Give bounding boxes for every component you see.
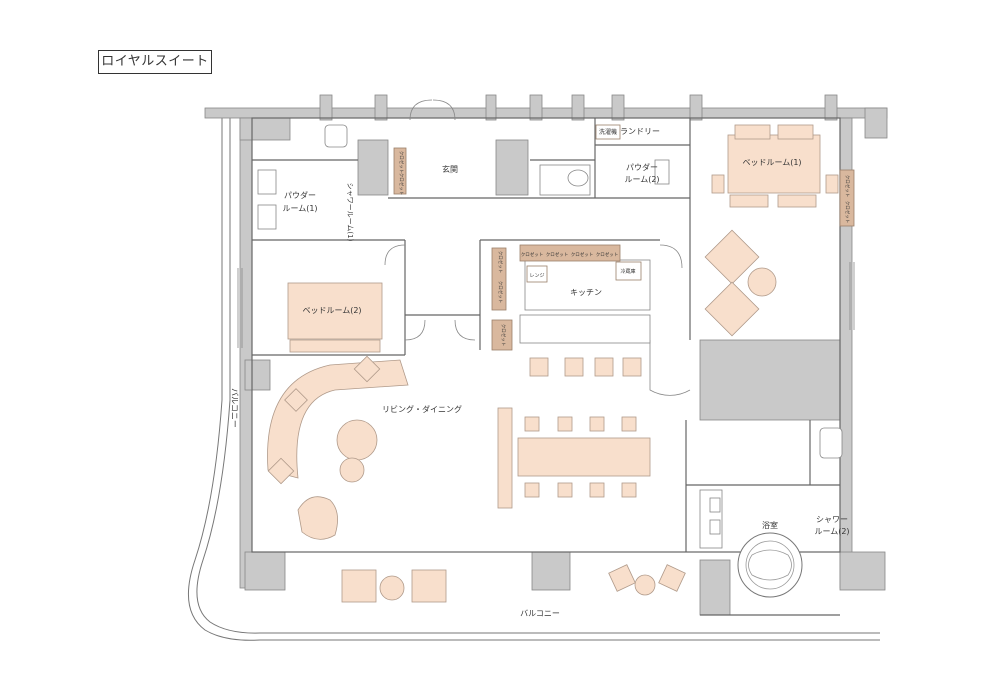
label-bedroom1: ベッドルーム(1)	[742, 158, 801, 167]
label-shower2-a: シャワー	[816, 515, 848, 524]
svg-text:クロゼット: クロゼット	[497, 281, 504, 304]
svg-text:クロゼット: クロゼット	[596, 251, 619, 258]
small-labels: クロゼット クロゼット クロゼット クロゼット レンジ 冷蔵庫 クロゼット クロ…	[398, 151, 851, 347]
label-balcony-left: バルコニー	[230, 388, 239, 428]
svg-text:クロゼット: クロゼット	[571, 251, 594, 258]
bed-1	[727, 134, 821, 194]
label-powder1-a: パウダー	[284, 190, 316, 200]
dining-table	[517, 437, 651, 477]
bed-2	[287, 282, 383, 340]
label-bedroom2: ベッドルーム(2)	[302, 306, 361, 315]
closets	[393, 124, 855, 351]
partitions	[251, 117, 841, 616]
svg-text:クロゼット: クロゼット	[398, 151, 405, 174]
label-shower1: シャワールーム(1)	[346, 183, 354, 242]
label-powder2-a: パウダー	[626, 162, 658, 172]
svg-text:クロゼット: クロゼット	[398, 173, 405, 196]
label-powder1-b: ルーム(1)	[282, 204, 317, 213]
label-laundry: ランドリー	[620, 127, 660, 136]
page-title: ロイヤルスイート	[98, 50, 212, 74]
label-entrance: 玄関	[442, 164, 458, 174]
svg-text:クロゼット: クロゼット	[521, 251, 544, 258]
svg-text:クロゼット: クロゼット	[844, 201, 851, 224]
label-living: リビング・ダイニング	[382, 404, 462, 414]
svg-text:クロゼット: クロゼット	[500, 324, 507, 347]
furniture	[267, 124, 839, 603]
door-swings	[384, 99, 691, 396]
bathtub	[737, 532, 803, 598]
svg-text:クロゼット: クロゼット	[497, 251, 504, 274]
room-labels: 玄関 ランドリー 洗濯機 パウダー ルーム(2) パウダー ルーム(1) シャワ…	[230, 127, 850, 618]
label-shower2-b: ルーム(2)	[814, 527, 849, 536]
walls	[204, 94, 888, 616]
svg-text:クロゼット: クロゼット	[844, 175, 851, 198]
curved-sofa	[267, 359, 409, 479]
label-bath: 浴室	[762, 520, 778, 530]
label-balcony-bottom: バルコニー	[520, 609, 560, 618]
windows	[237, 262, 855, 348]
svg-text:クロゼット: クロゼット	[546, 251, 569, 258]
label-powder2-b: ルーム(2)	[624, 175, 659, 184]
svg-text:レンジ: レンジ	[529, 273, 544, 279]
svg-text:冷蔵庫: 冷蔵庫	[620, 268, 635, 275]
balcony-outline	[187, 118, 880, 641]
label-kitchen: キッチン	[570, 288, 602, 297]
label-washer: 洗濯機	[599, 128, 617, 136]
